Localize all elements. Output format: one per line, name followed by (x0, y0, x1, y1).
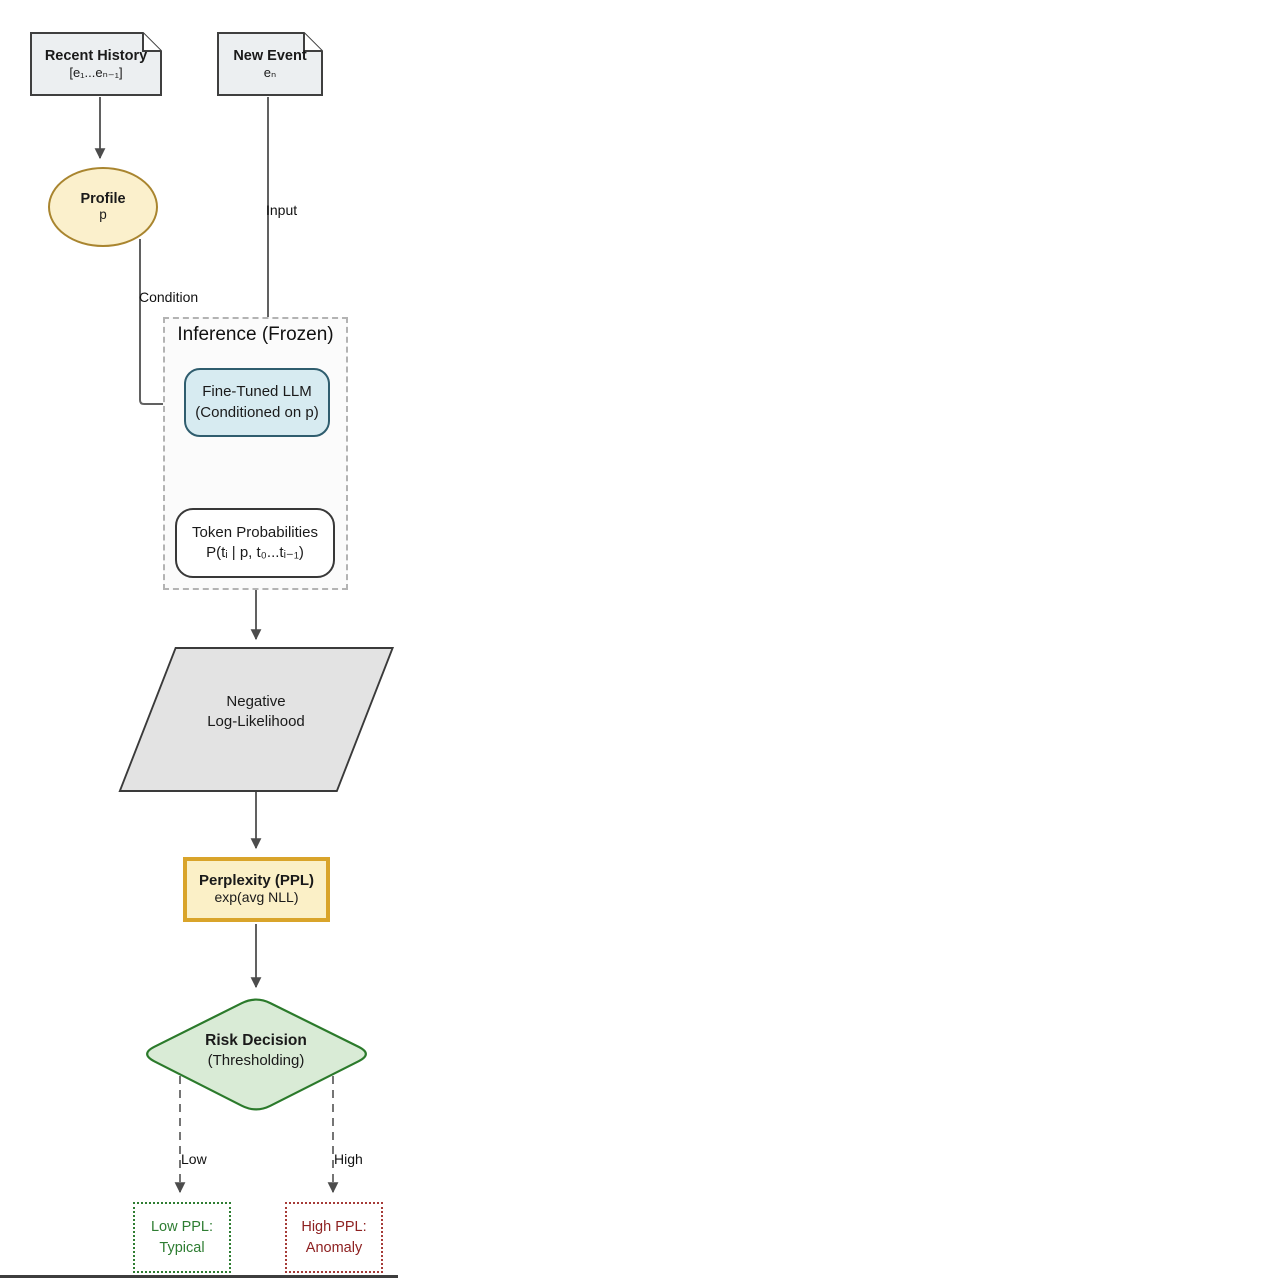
edge-label-high: High (334, 1151, 363, 1167)
risk-decision-title: Risk Decision (205, 1032, 307, 1049)
fine-tuned-llm-line1: Fine-Tuned LLM (202, 383, 312, 401)
recent-history-subtitle: [e₁...eₙ₋₁] (69, 65, 123, 81)
bottom-crop-line (0, 1275, 398, 1278)
recent-history-title: Recent History (44, 48, 148, 65)
node-negative-log-likelihood-label: Negative Log-Likelihood (156, 692, 356, 733)
nll-line1: Negative (226, 693, 286, 710)
fine-tuned-llm-line2: (Conditioned on p) (195, 403, 319, 421)
node-perplexity: Perplexity (PPL) exp(avg NLL) (183, 857, 330, 922)
profile-title: Profile (80, 191, 126, 208)
node-fine-tuned-llm: Fine-Tuned LLM (Conditioned on p) (184, 368, 330, 437)
node-profile: Profile p (48, 167, 158, 247)
node-new-event: New Event eₙ (217, 32, 323, 96)
perplexity-subtitle: exp(avg NLL) (214, 889, 299, 906)
inference-group-title: Inference (Frozen) (177, 324, 334, 345)
risk-decision-subtitle: (Thresholding) (207, 1052, 305, 1070)
edge-label-condition: Condition (139, 289, 199, 305)
low-ppl-line2: Typical (159, 1239, 205, 1256)
profile-subtitle: p (99, 207, 107, 223)
edge-label-low: Low (181, 1151, 207, 1167)
token-probabilities-line2: P(tᵢ | p, t₀...tᵢ₋₁) (206, 544, 304, 561)
node-high-ppl-anomaly: High PPL: Anomaly (285, 1202, 383, 1273)
risk-decision-shape (146, 998, 367, 1111)
perplexity-title: Perplexity (PPL) (198, 872, 315, 890)
edge-label-input: Input (266, 202, 298, 218)
node-risk-decision-label: Risk Decision (Thresholding) (156, 1031, 356, 1071)
token-probabilities-line1: Token Probabilities (192, 523, 318, 541)
high-ppl-line2: Anomaly (305, 1239, 363, 1256)
node-recent-history: Recent History [e₁...eₙ₋₁] (30, 32, 162, 96)
edge-profile-to-llm (139, 239, 177, 410)
high-ppl-line1: High PPL: (301, 1219, 367, 1236)
document-shape-icon (217, 32, 323, 96)
new-event-subtitle: eₙ (263, 65, 277, 81)
nll-line2: Log-Likelihood (207, 713, 305, 731)
document-shape-icon (30, 32, 162, 96)
low-ppl-line1: Low PPL: (150, 1219, 214, 1236)
new-event-title: New Event (233, 48, 307, 65)
node-token-probabilities: Token Probabilities P(tᵢ | p, t₀...tᵢ₋₁) (175, 508, 335, 578)
node-low-ppl-typical: Low PPL: Typical (133, 1202, 231, 1273)
